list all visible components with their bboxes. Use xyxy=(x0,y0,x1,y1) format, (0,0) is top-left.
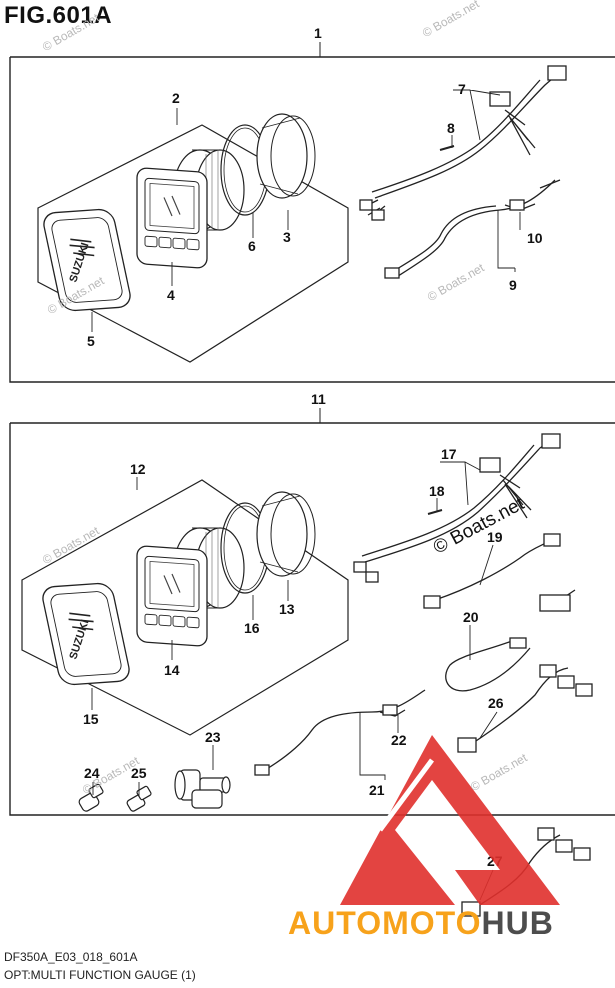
callout-17: 17 xyxy=(441,446,457,462)
terminator-24 xyxy=(78,783,104,812)
callout-14: 14 xyxy=(164,662,180,678)
callout-2: 2 xyxy=(172,90,180,106)
callout-11: 11 xyxy=(311,391,326,407)
gauge-unit-bottom xyxy=(136,527,245,648)
callout-18: 18 xyxy=(429,483,445,499)
callout-8: 8 xyxy=(447,120,455,136)
cable-20 xyxy=(445,589,576,692)
cable-top xyxy=(384,179,561,279)
callout-6: 6 xyxy=(248,238,256,254)
callout-numbers: 1 2 3 4 5 6 7 8 9 10 11 12 13 14 15 16 1… xyxy=(83,25,543,869)
figure-title: FIG.601A xyxy=(4,2,113,29)
automotohub-logo-text: AUTOMOTOHUB xyxy=(288,905,554,942)
harness-top xyxy=(359,65,567,221)
callout-24: 24 xyxy=(84,765,100,781)
harness-26 xyxy=(457,664,593,753)
callout-10: 10 xyxy=(527,230,543,246)
terminator-25 xyxy=(126,785,152,812)
callout-21: 21 xyxy=(369,782,385,798)
callout-12: 12 xyxy=(130,461,146,477)
drawing-code: DF350A_E03_018_601A xyxy=(4,950,138,964)
callout-23: 23 xyxy=(205,729,221,745)
logo-text-red: AUTOMOTO xyxy=(288,905,482,941)
figure-caption: OPT:MULTI FUNCTION GAUGE (1) xyxy=(4,968,196,982)
callout-13: 13 xyxy=(279,601,295,617)
nut-ring-bottom xyxy=(256,491,316,577)
callout-22: 22 xyxy=(391,732,407,748)
t-connector-23 xyxy=(174,769,231,809)
logo-text-dark: HUB xyxy=(481,905,554,941)
cable-19 xyxy=(423,533,561,609)
callout-7: 7 xyxy=(458,81,466,97)
bezel-bottom: SUZUKI xyxy=(39,581,133,687)
automotohub-logo-mark xyxy=(340,735,560,905)
callout-26: 26 xyxy=(488,695,504,711)
callout-20: 20 xyxy=(463,609,479,625)
gauge-unit-top xyxy=(136,149,245,270)
callout-4: 4 xyxy=(167,287,175,303)
gauge-kit-frame-top xyxy=(37,124,349,363)
callout-19: 19 xyxy=(487,529,503,545)
callout-25: 25 xyxy=(131,765,147,781)
callout-15: 15 xyxy=(83,711,99,727)
nut-ring-top xyxy=(256,113,316,199)
assembly-box-11 xyxy=(9,408,615,816)
bezel-top: SUZUKI xyxy=(40,207,134,313)
callout-3: 3 xyxy=(283,229,291,245)
assembly-box-1 xyxy=(9,42,615,383)
gauge-kit-frame-bottom xyxy=(21,479,349,736)
callout-9: 9 xyxy=(509,277,517,293)
callout-5: 5 xyxy=(87,333,95,349)
callout-1: 1 xyxy=(314,25,322,41)
cable-21 xyxy=(254,689,426,776)
harness-bottom xyxy=(353,433,561,583)
callout-16: 16 xyxy=(244,620,260,636)
